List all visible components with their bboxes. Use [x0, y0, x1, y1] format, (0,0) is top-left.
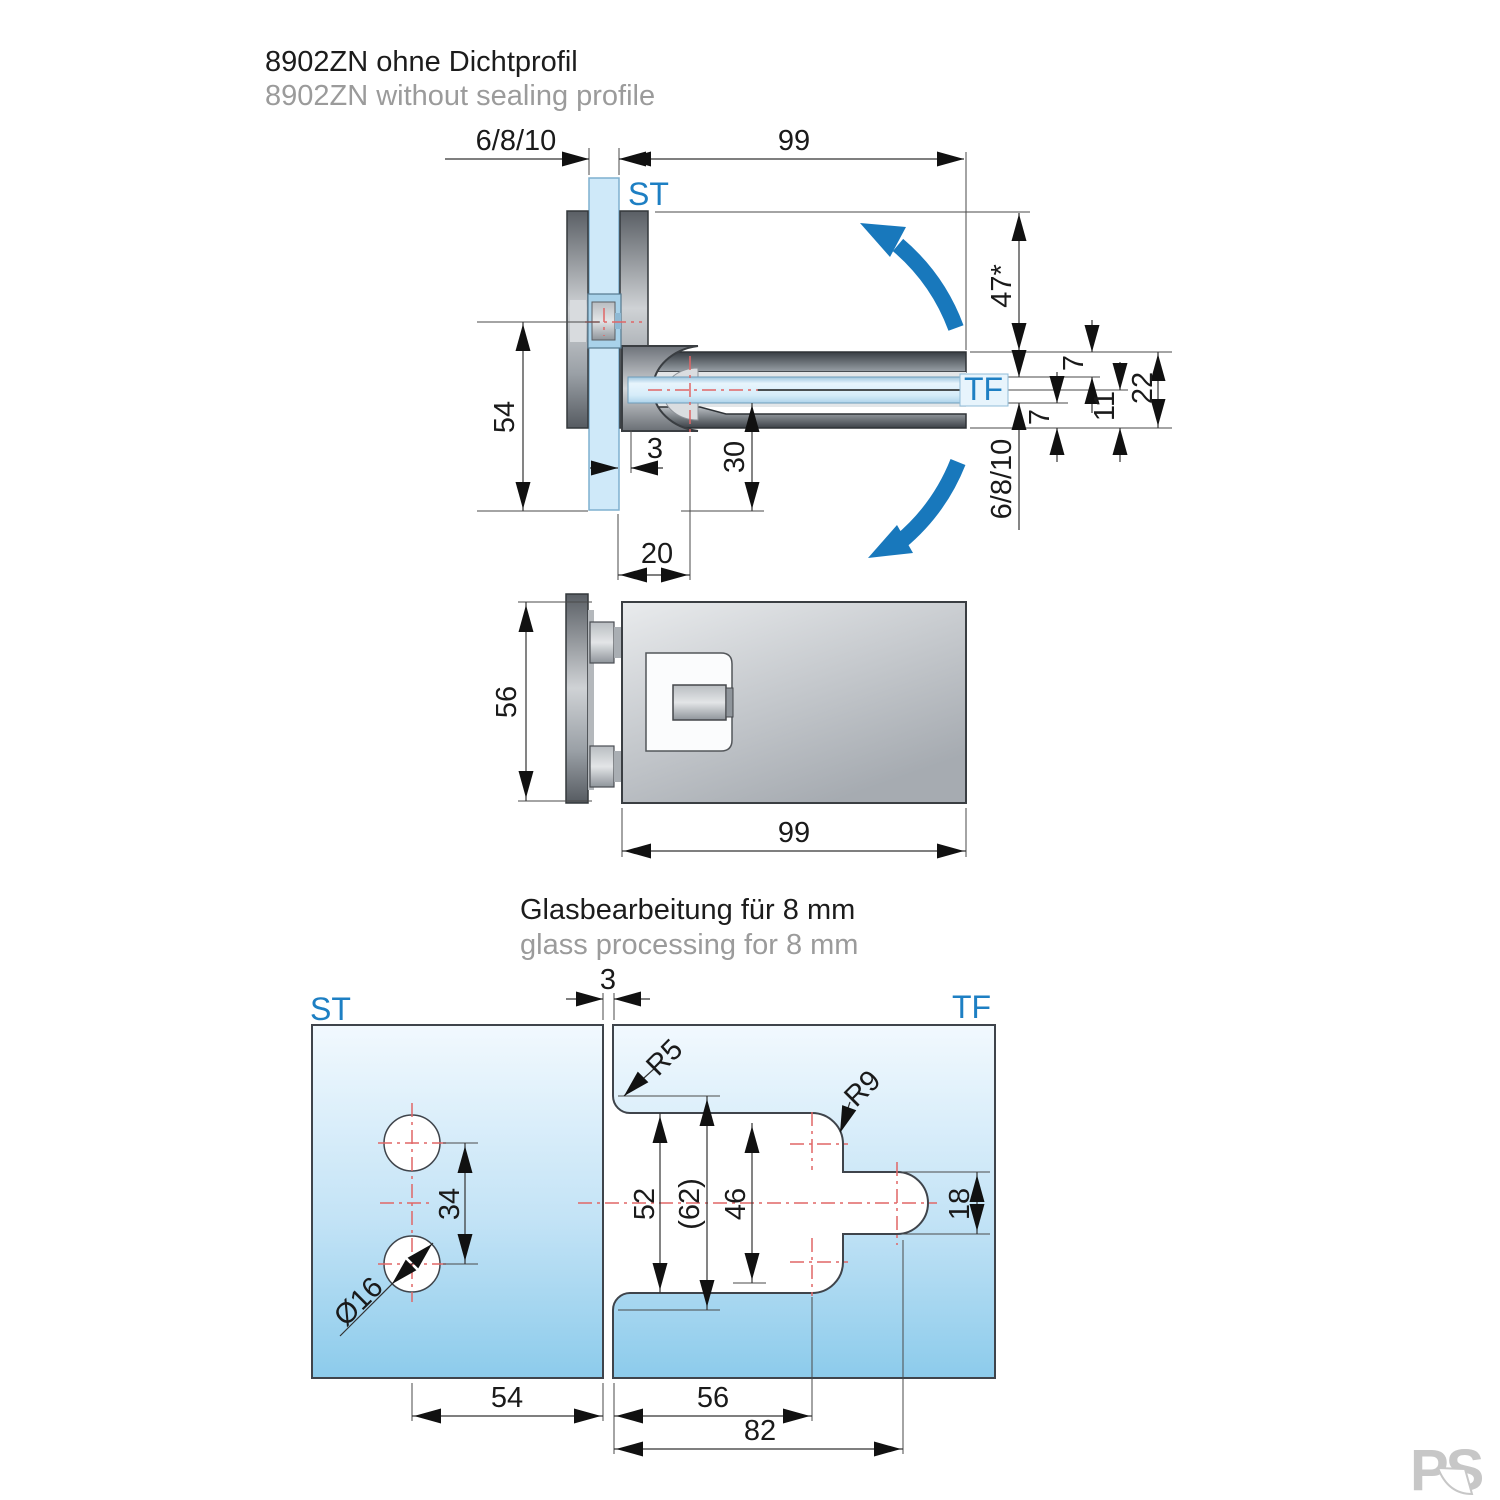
dim-opening-62: (62)	[674, 1178, 706, 1230]
tf-label: TF	[964, 371, 1003, 407]
dim-center-11: 11	[1089, 391, 1121, 421]
arm-lower-gap	[628, 403, 966, 407]
plan-view: 56 99	[491, 593, 967, 859]
dim-total-22: 22	[1127, 372, 1159, 404]
watermark-fan-icon	[1436, 1466, 1474, 1496]
plan-pivot-tab	[725, 687, 734, 718]
extension-lines-plan	[518, 601, 967, 857]
dim-glass-thickness-right: 6/8/10	[986, 439, 1018, 520]
dim-hole-spacing-34: 34	[434, 1188, 466, 1220]
dim-slot-18: 18	[944, 1188, 976, 1220]
processing-tf-panel	[612, 1024, 996, 1379]
page-title-english: 8902ZN without sealing profile	[265, 80, 655, 112]
plan-screw-top-cap	[614, 627, 621, 658]
arm-upper-gap	[628, 372, 966, 377]
plan-pivot-block	[672, 684, 727, 721]
dim-st-width-54: 54	[491, 1382, 523, 1414]
dimension-lines-plan	[525, 602, 966, 852]
side-view: ST TF 6/8/10 99 47* 7 11 22 7 6/8/10 54 …	[445, 125, 1172, 583]
dim-inner-46: 46	[720, 1188, 752, 1220]
plate-highlight	[570, 300, 586, 342]
dim-gap-bottom-7: 7	[1024, 409, 1056, 425]
processing-st-label: ST	[310, 991, 351, 1027]
extension-lines-side	[477, 148, 1172, 580]
dim-length-99: 99	[778, 125, 810, 157]
section-title-german: Glasbearbeitung für 8 mm	[520, 894, 855, 926]
dim-glass-overlap-30: 30	[719, 441, 751, 473]
dim-plan-height-56: 56	[491, 686, 523, 718]
dim-gap-3: 3	[600, 964, 616, 996]
plan-plate	[565, 593, 589, 804]
plan-screw-bottom	[589, 745, 615, 788]
screw-tip	[615, 313, 621, 329]
processing-view: ST TF 3 R5 R9 34 Ø16 52 (62) 46 18 54 56…	[310, 964, 996, 1457]
page-title-german: 8902ZN ohne Dichtprofil	[265, 46, 578, 78]
processing-st-panel	[311, 1024, 604, 1379]
dim-tf-width-56: 56	[697, 1382, 729, 1414]
plan-plate-strip	[588, 610, 594, 790]
dim-glass-offset-3: 3	[647, 433, 663, 465]
st-label: ST	[628, 176, 669, 212]
plan-screw-top	[589, 621, 615, 664]
swing-arrow-down-arc	[894, 458, 966, 549]
plan-screw-bottom-cap	[614, 751, 621, 782]
dim-plate-height-54: 54	[489, 401, 521, 433]
dim-pivot-offset-20: 20	[641, 538, 673, 570]
section-title-english: glass processing for 8 mm	[520, 929, 858, 961]
swing-arrow-up-head	[860, 223, 906, 257]
extension-lines-processing	[411, 993, 990, 1454]
dim-opening-47: 47*	[986, 264, 1018, 308]
dim-gap-top-7: 7	[1058, 355, 1090, 371]
dim-notch-52: 52	[629, 1188, 661, 1220]
dim-tf-total-82: 82	[744, 1415, 776, 1447]
processing-tf-label: TF	[952, 989, 991, 1025]
dim-glass-thickness-top: 6/8/10	[476, 125, 557, 157]
swing-arrow-down-head	[868, 525, 913, 558]
swing-arrows	[860, 223, 966, 558]
swing-arrow-up-arc	[892, 238, 964, 331]
ps-logo-watermark: PS	[1410, 1438, 1486, 1500]
tf-label-background	[959, 373, 1009, 407]
dim-plan-length-99: 99	[778, 817, 810, 849]
